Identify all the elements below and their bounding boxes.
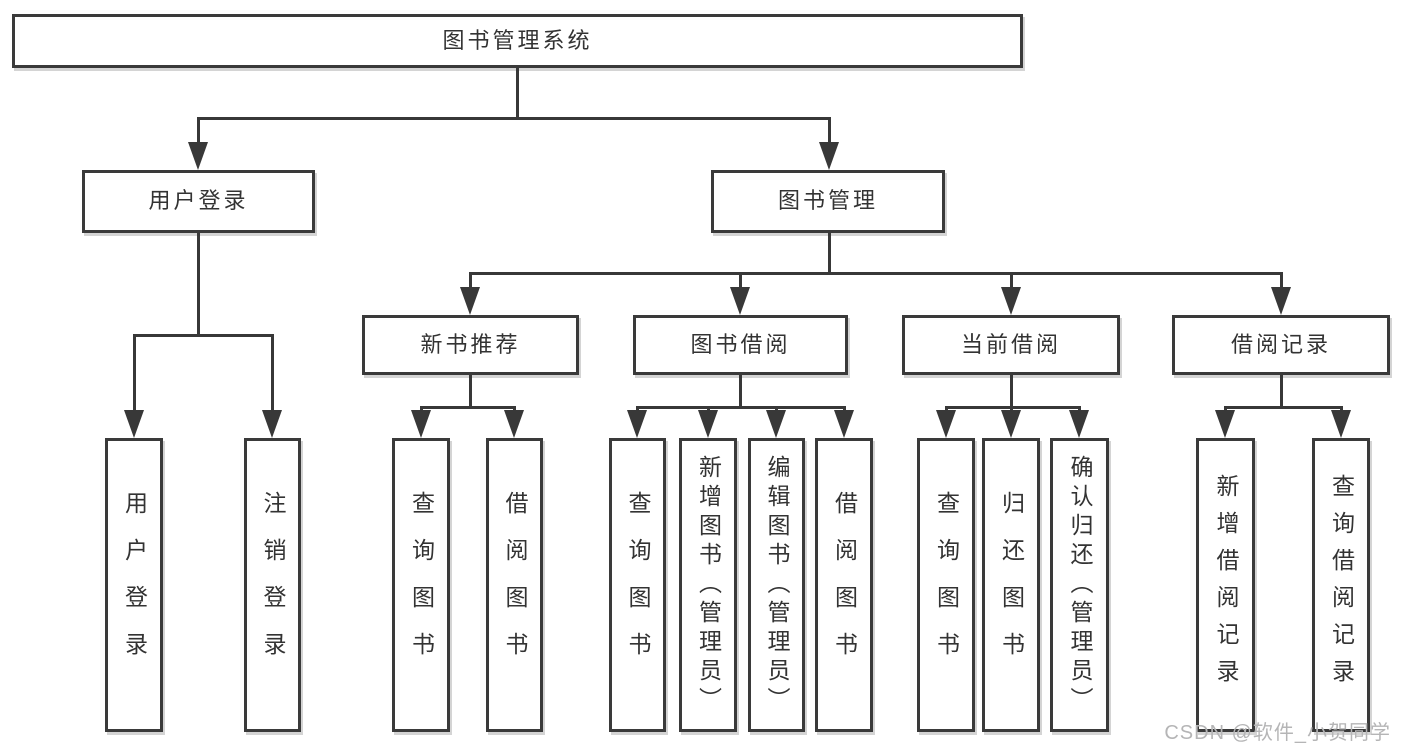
node-label-user-login-op: 用户登录 [121, 491, 148, 679]
node-label-borrow-borrow-books: 借阅图书 [831, 491, 858, 679]
node-logout-op: 注销登录 [244, 438, 301, 732]
connector-segment [1009, 375, 1013, 409]
connector-segment [196, 116, 831, 120]
node-label-records-add-borrow-record: 新增借阅记录 [1213, 474, 1239, 696]
connector-segment [419, 405, 516, 409]
connector-segment [1279, 375, 1283, 409]
node-current-query-books: 查询图书 [917, 438, 975, 732]
node-recommend-query-books: 查询图书 [392, 438, 450, 732]
arrow-head [730, 287, 750, 315]
node-label-new-book-recommend: 新书推荐 [420, 331, 521, 357]
node-label-current-confirm-return-admin: 确认归还（管理员） [1067, 454, 1093, 716]
connector-segment [468, 273, 472, 291]
node-book-borrow: 图书借阅 [633, 315, 848, 375]
node-recommend-borrow-books: 借阅图书 [486, 438, 543, 732]
arrow-head [1069, 410, 1089, 438]
node-label-recommend-query-books: 查询图书 [408, 491, 435, 679]
node-new-book-recommend: 新书推荐 [362, 315, 579, 375]
node-label-borrow-records: 借阅记录 [1230, 331, 1331, 357]
connector-segment [196, 118, 200, 146]
connector-segment [196, 233, 200, 337]
watermark: CSDN @软件_小贺同学 [1164, 722, 1391, 744]
arrow-head [819, 142, 839, 170]
connector-segment [468, 375, 472, 409]
node-label-current-query-books: 查询图书 [933, 491, 960, 679]
arrow-head [411, 410, 431, 438]
connector-segment [944, 405, 1081, 409]
connector-segment [132, 333, 274, 337]
connector-segment [132, 335, 136, 414]
node-borrow-borrow-books: 借阅图书 [815, 438, 873, 732]
arrow-head [1215, 410, 1235, 438]
node-label-user-login: 用户登录 [148, 188, 249, 214]
arrow-head [124, 410, 144, 438]
arrow-head [834, 410, 854, 438]
node-borrow-query-books: 查询图书 [609, 438, 666, 732]
node-label-borrow-query-books: 查询图书 [625, 491, 651, 679]
arrow-head [936, 410, 956, 438]
node-user-login-op: 用户登录 [105, 438, 163, 732]
node-records-query-borrow-record: 查询借阅记录 [1312, 438, 1370, 732]
arrow-head [1001, 287, 1021, 315]
node-label-library-system: 图书管理系统 [442, 27, 593, 53]
connector-segment [1009, 273, 1013, 291]
node-book-management: 图书管理 [711, 170, 945, 233]
node-label-logout-op: 注销登录 [260, 491, 286, 679]
node-label-book-borrow: 图书借阅 [690, 331, 791, 357]
arrow-head [262, 410, 282, 438]
arrow-head [1001, 410, 1021, 438]
arrow-head [698, 410, 718, 438]
arrow-head [504, 410, 524, 438]
arrow-head [627, 410, 647, 438]
arrow-head [188, 142, 208, 170]
node-current-confirm-return-admin: 确认归还（管理员） [1050, 438, 1109, 732]
node-borrow-edit-books-admin: 编辑图书（管理员） [748, 438, 805, 732]
node-records-add-borrow-record: 新增借阅记录 [1196, 438, 1255, 732]
connector-segment [827, 233, 831, 275]
node-label-borrow-edit-books-admin: 编辑图书（管理员） [764, 454, 790, 716]
node-current-return-books: 归还图书 [982, 438, 1040, 732]
node-current-borrow: 当前借阅 [902, 315, 1120, 375]
arrow-head [766, 410, 786, 438]
node-library-system: 图书管理系统 [12, 14, 1023, 68]
connector-segment [738, 273, 742, 291]
node-label-current-borrow: 当前借阅 [960, 331, 1061, 357]
connector-segment [635, 405, 846, 409]
node-label-book-management: 图书管理 [777, 188, 878, 214]
node-borrow-add-books-admin: 新增图书（管理员） [679, 438, 737, 732]
connector-segment [1279, 273, 1283, 291]
arrow-head [1331, 410, 1351, 438]
connector-segment [827, 118, 831, 146]
connector-segment [738, 375, 742, 409]
node-label-recommend-borrow-books: 借阅图书 [502, 491, 528, 679]
node-borrow-records: 借阅记录 [1172, 315, 1390, 375]
connector-segment [515, 68, 519, 120]
connector-segment [270, 335, 274, 414]
node-user-login: 用户登录 [82, 170, 315, 233]
connector-segment [1223, 405, 1343, 409]
connector-segment [468, 271, 1283, 275]
arrow-head [1271, 287, 1291, 315]
node-label-borrow-add-books-admin: 新增图书（管理员） [695, 454, 722, 716]
node-label-current-return-books: 归还图书 [998, 491, 1025, 679]
node-label-records-query-borrow-record: 查询借阅记录 [1328, 474, 1355, 696]
arrow-head [460, 287, 480, 315]
